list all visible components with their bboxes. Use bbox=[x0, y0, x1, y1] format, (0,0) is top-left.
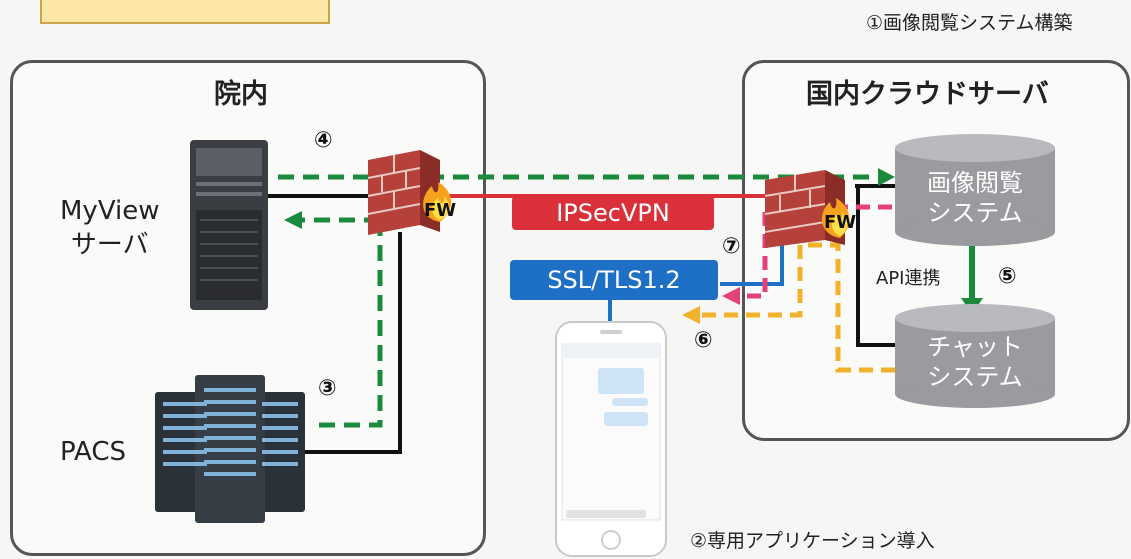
top-note: ①画像閲覧システム構築 bbox=[866, 12, 1073, 34]
green-arrowhead-right bbox=[878, 168, 895, 186]
step-7: ⑦ bbox=[722, 234, 741, 259]
ssl-line bbox=[720, 232, 784, 286]
myview-server-icon bbox=[190, 140, 268, 310]
hospital-firewall-icon bbox=[367, 150, 452, 235]
api-label: API連携 bbox=[876, 268, 941, 289]
chat-system-label: チャット システム bbox=[927, 333, 1023, 391]
pacs-label: PACS bbox=[60, 437, 127, 467]
orange-dashed-path bbox=[700, 242, 895, 373]
step-4: ④ bbox=[314, 128, 333, 153]
chat-system-cylinder bbox=[895, 304, 1055, 408]
cloud-fw-label: FW bbox=[824, 212, 857, 233]
cloud-firewall-icon bbox=[764, 170, 850, 248]
myview-label: MyView サーバ bbox=[60, 196, 160, 260]
viewer-system-cylinder bbox=[895, 134, 1055, 246]
step-5: ⑤ bbox=[998, 264, 1017, 289]
pink-dashed-path bbox=[740, 204, 892, 299]
viewer-system-label: 画像閲覧 システム bbox=[927, 169, 1023, 227]
bottom-note: ②専用アプリケーション導入 bbox=[690, 530, 935, 552]
vpn-label: IPSecVPN bbox=[512, 196, 714, 230]
hospital-fw-label: FW bbox=[424, 200, 457, 221]
smartphone-icon bbox=[555, 321, 667, 557]
hospital-title: 院内 bbox=[214, 79, 268, 110]
wired-connections bbox=[268, 184, 895, 454]
ssl-label: SSL/TLS1.2 bbox=[510, 260, 718, 300]
cloud-title: 国内クラウドサーバ bbox=[806, 79, 1049, 110]
green-arrowhead-left bbox=[284, 211, 302, 229]
step-6: ⑥ bbox=[694, 328, 713, 353]
note-box bbox=[40, 0, 330, 24]
step-3: ③ bbox=[318, 376, 337, 401]
pacs-rack-icon bbox=[155, 375, 305, 523]
